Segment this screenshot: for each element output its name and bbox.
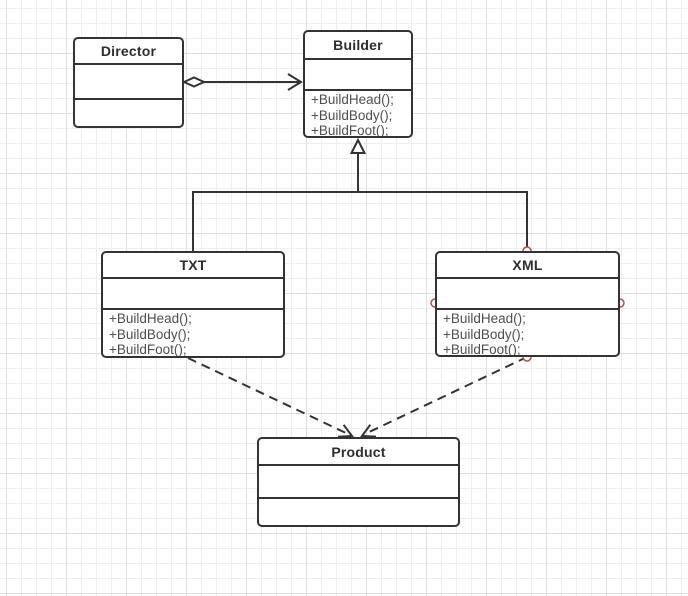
class-xml-title: XML [512,257,543,273]
hollow-triangle-arrowhead [349,137,367,154]
class-director-title: Director [100,43,157,59]
method-label: +BuildFoot(); [311,123,389,136]
open-arrowhead [337,424,354,438]
hollow-diamond-tail [181,76,207,88]
class-director-methods-compartment [75,98,182,126]
open-arrowhead [287,73,303,91]
class-xml-methods-compartment: +BuildHead(); +BuildBody(); +BuildFoot()… [437,308,618,355]
class-product[interactable]: Product [257,437,460,527]
class-txt-methods-compartment: +BuildHead(); +BuildBody(); +BuildFoot()… [103,308,283,356]
generalization-connector-txt-xml-builder[interactable] [192,137,528,251]
class-txt-attributes-compartment [103,277,283,308]
class-builder-attributes-compartment [305,58,411,89]
class-xml[interactable]: XML +BuildHead(); +BuildBody(); +BuildFo… [435,251,620,357]
class-director[interactable]: Director [73,37,184,128]
class-product-title: Product [331,443,386,460]
class-txt[interactable]: TXT +BuildHead(); +BuildBody(); +BuildFo… [101,251,285,358]
class-txt-title: TXT [179,257,207,273]
method-label: +BuildBody(); [443,326,525,342]
open-arrowhead [360,424,377,438]
method-label: +BuildFoot(); [443,342,521,355]
class-product-methods-compartment [259,497,458,525]
method-label: +BuildBody(); [311,107,393,123]
class-builder[interactable]: Builder +BuildHead(); +BuildBody(); +Bui… [303,30,413,138]
method-label: +BuildHead(); [311,92,394,107]
class-builder-title: Builder [333,37,383,53]
method-label: +BuildHead(); [443,311,526,326]
method-label: +BuildHead(); [109,311,192,326]
method-label: +BuildBody(); [109,326,191,342]
class-director-attributes-compartment [75,63,182,98]
aggregation-connector-director-builder[interactable] [181,73,303,91]
class-builder-methods-compartment: +BuildHead(); +BuildBody(); +BuildFoot()… [305,89,411,136]
class-product-attributes-compartment [259,464,458,497]
dependency-connector-txt-product[interactable] [187,357,354,438]
class-xml-attributes-compartment [437,277,618,308]
method-label: +BuildFoot(); [109,342,187,356]
dependency-connector-xml-product[interactable] [360,356,528,438]
